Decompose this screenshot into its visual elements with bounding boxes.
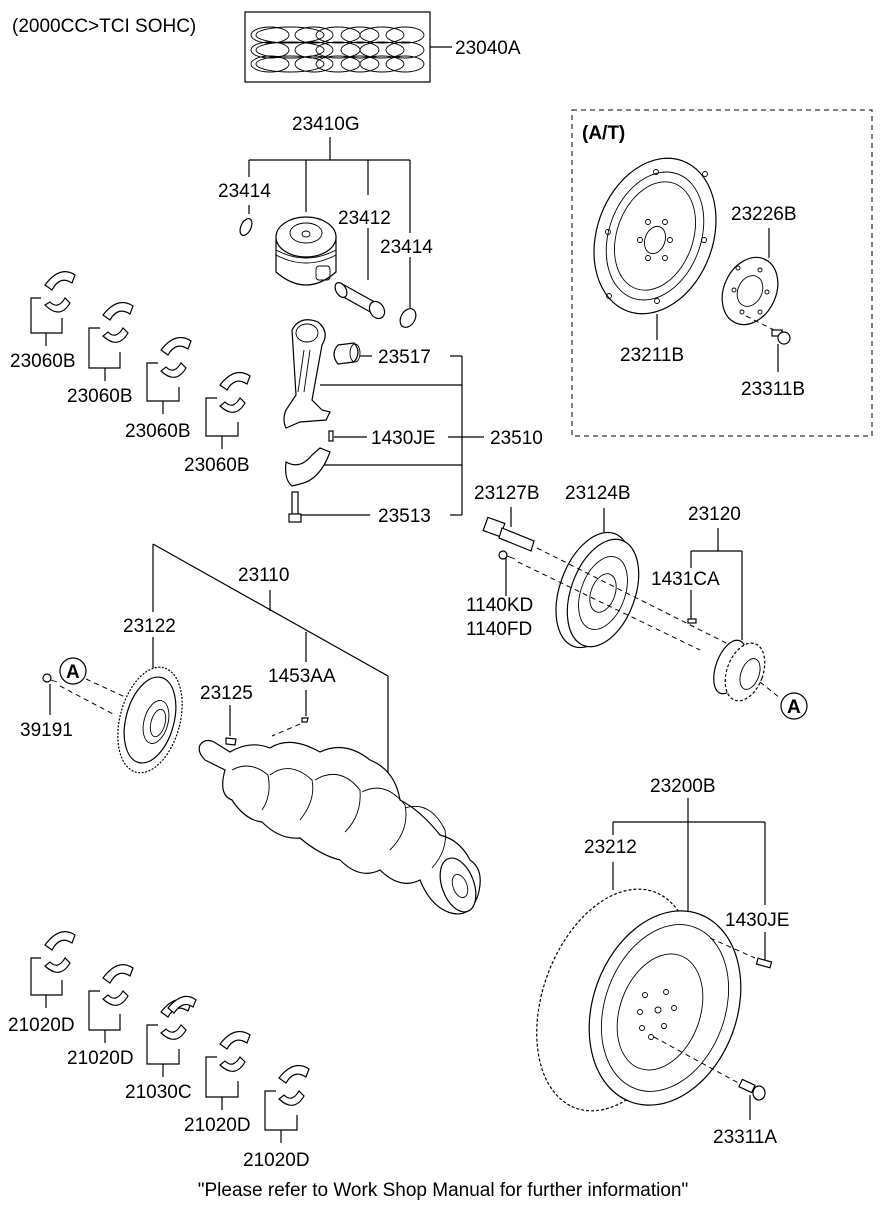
adapter-plate-illustration[interactable] — [712, 248, 789, 333]
label-21030C[interactable]: 21030C — [125, 1082, 192, 1103]
label-1453AA[interactable]: 1453AA — [268, 666, 336, 687]
label-23513[interactable]: 23513 — [378, 506, 431, 527]
label-23040A[interactable]: 23040A — [455, 38, 521, 59]
label-21020D-2[interactable]: 21020D — [67, 1048, 134, 1069]
label-21020D-4[interactable]: 21020D — [184, 1115, 251, 1136]
upper-bearing-4-illustration[interactable] — [219, 371, 251, 413]
label-1430JE-conrod[interactable]: 1430JE — [371, 428, 435, 449]
label-23311B[interactable]: 23311B — [741, 379, 805, 400]
conrod-bolt-illustration[interactable] — [288, 491, 302, 523]
pulley-bolt-illustration[interactable] — [482, 516, 535, 552]
label-23110[interactable]: 23110 — [238, 565, 289, 586]
flywheel-bolt-illustration[interactable] — [738, 1078, 766, 1101]
bolt-1140kd-illustration[interactable] — [498, 550, 516, 560]
snap-ring-right-illustration[interactable] — [397, 306, 419, 330]
upper-bearing-3-illustration[interactable] — [160, 336, 192, 378]
label-23211B[interactable]: 23211B — [620, 345, 684, 366]
label-1431CA[interactable]: 1431CA — [651, 569, 720, 590]
upper-bearing-1-illustration[interactable] — [44, 271, 76, 313]
callout-a-right-label: A — [787, 697, 801, 718]
label-23127B[interactable]: 23127B — [474, 483, 540, 504]
label-23060B-3[interactable]: 23060B — [125, 421, 191, 442]
conrod-bushing-illustration[interactable] — [333, 342, 361, 365]
label-23212[interactable]: 23212 — [584, 837, 637, 858]
label-23060B-4[interactable]: 23060B — [184, 455, 250, 476]
footer-note: "Please refer to Work Shop Manual for fu… — [198, 1180, 688, 1201]
label-23412[interactable]: 23412 — [338, 208, 391, 229]
label-23060B-2[interactable]: 23060B — [67, 386, 133, 407]
label-23200B[interactable]: 23200B — [650, 776, 716, 797]
timing-sprocket-illustration[interactable] — [707, 636, 772, 706]
piston-illustration[interactable] — [275, 216, 337, 286]
flywheel-illustration[interactable] — [508, 867, 767, 1132]
key-1431ca-illustration[interactable] — [687, 618, 697, 624]
conrod-cap-illustration[interactable] — [285, 447, 331, 487]
label-23060B-1[interactable]: 23060B — [10, 351, 76, 372]
label-23124B[interactable]: 23124B — [565, 483, 631, 504]
label-23125[interactable]: 23125 — [200, 683, 253, 704]
crank-key-23125-illustration[interactable] — [225, 737, 237, 746]
label-21020D-1[interactable]: 21020D — [8, 1015, 75, 1036]
callout-a-right: A — [780, 692, 808, 720]
label-23120[interactable]: 23120 — [688, 504, 741, 525]
callout-a-left-label: A — [66, 662, 80, 683]
label-1430JE-flywheel[interactable]: 1430JE — [725, 910, 789, 931]
lower-bearing-4-illustration[interactable] — [219, 1030, 251, 1072]
crankshaft-illustration[interactable] — [198, 739, 482, 917]
piston-pin-illustration[interactable] — [333, 281, 388, 322]
piston-ring-set-illustration[interactable] — [244, 11, 431, 83]
label-23414-left[interactable]: 23414 — [218, 181, 271, 202]
upper-bearing-2-illustration[interactable] — [102, 301, 134, 343]
thrust-bearing-illustration[interactable] — [160, 995, 197, 1040]
label-23517[interactable]: 23517 — [378, 347, 431, 368]
at-dashed-box — [571, 109, 873, 437]
label-23410G[interactable]: 23410G — [292, 114, 360, 135]
label-1140KD[interactable]: 1140KD — [466, 595, 533, 616]
damper-pulley-illustration[interactable] — [542, 522, 653, 658]
callout-a-left: A — [59, 657, 87, 685]
drive-plate-illustration[interactable] — [573, 141, 737, 331]
lower-bearing-1-illustration[interactable] — [44, 931, 76, 973]
conrod-pin-illustration[interactable] — [328, 430, 334, 442]
label-23226B[interactable]: 23226B — [731, 204, 797, 225]
variant-header: (2000CC>TCI SOHC) — [12, 16, 196, 37]
snap-ring-left-illustration[interactable] — [238, 217, 255, 238]
label-23311A[interactable]: 23311A — [713, 1127, 777, 1148]
drive-plate-bolt-illustration[interactable] — [771, 329, 791, 345]
label-23122[interactable]: 23122 — [123, 616, 176, 637]
label-23510[interactable]: 23510 — [490, 428, 543, 449]
connecting-rod-illustration[interactable] — [283, 319, 331, 429]
label-1140FD[interactable]: 1140FD — [466, 619, 532, 640]
label-39191[interactable]: 39191 — [20, 720, 73, 741]
lower-bearing-5-illustration[interactable] — [278, 1064, 310, 1106]
lower-bearing-2-illustration[interactable] — [102, 964, 134, 1006]
woodruff-key-1453aa-illustration[interactable] — [301, 717, 309, 723]
crank-gear-illustration[interactable] — [107, 660, 193, 780]
at-box-title: (A/T) — [582, 123, 625, 144]
label-23414-right[interactable]: 23414 — [380, 237, 433, 258]
gear-bolt-39191-illustration[interactable] — [42, 673, 58, 683]
flywheel-pin-illustration[interactable] — [755, 957, 773, 969]
label-21020D-5[interactable]: 21020D — [243, 1150, 310, 1171]
